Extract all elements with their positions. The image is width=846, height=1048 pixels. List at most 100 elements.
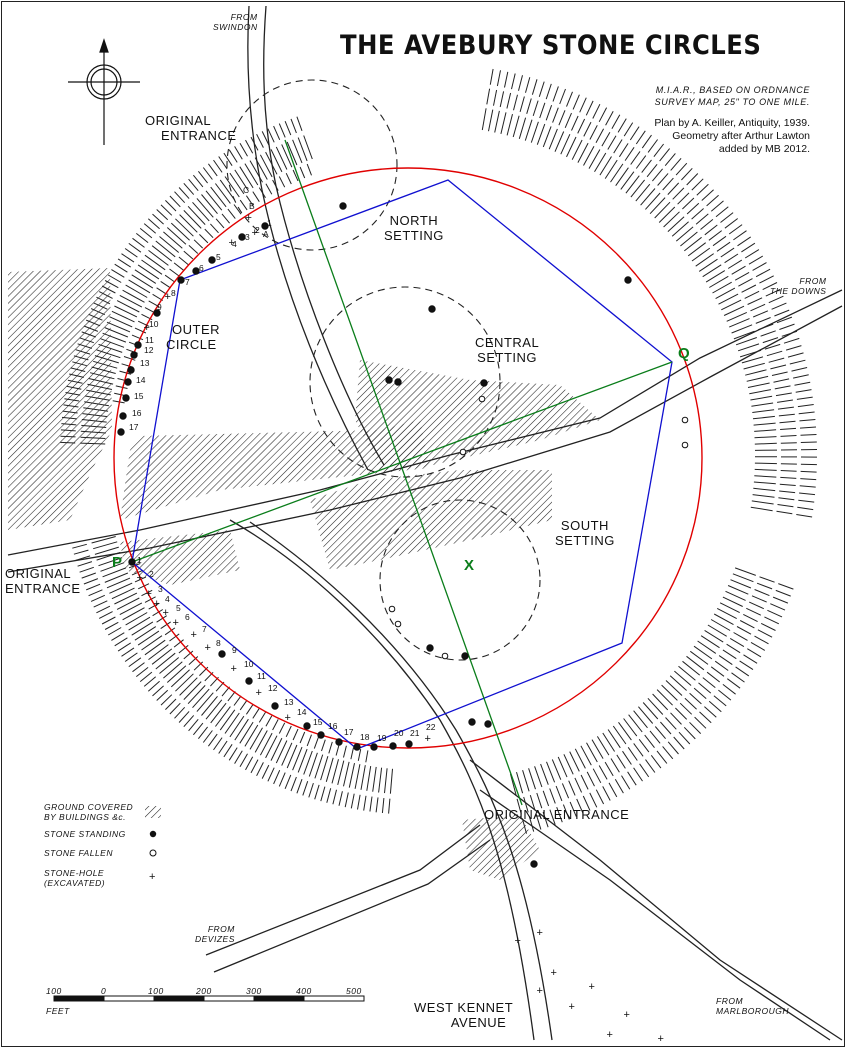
note-line-1: Plan by A. Keiller, Antiquity, 1939. [654,117,810,129]
svg-text:+: + [551,967,557,979]
svg-text:+: + [252,227,258,239]
svg-text:+: + [589,981,595,993]
stone-number-nw: B [249,201,255,211]
svg-text:+: + [256,687,262,699]
point-q-label: Q [678,345,690,362]
stone-number-sw: 13 [284,697,294,707]
svg-text:+: + [537,985,543,997]
svg-text:+: + [144,322,150,334]
stone-number-nw: 10 [149,319,159,329]
legend-fallen-label: STONE FALLEN [44,848,113,858]
legend-standing-label: STONE STANDING [44,829,126,839]
stone-number-sw: 14 [297,707,307,717]
road-swindon-west-edge [247,5,369,471]
north-arrow-icon [68,38,140,145]
stone-number-sw: 9 [232,645,237,655]
legend-filled-dot [149,830,157,838]
stone-number-nw: 7 [185,277,190,287]
point-x-label: X [464,557,475,574]
scale-tick-400: 400 [296,986,312,996]
svg-text:+: + [537,927,543,939]
road-swindon-east-edge [263,5,385,466]
roads [7,5,843,1041]
scale-tick-0: 0 [101,986,107,996]
stone-number-nw: 1 [267,218,272,228]
stone-number-nw: 5 [216,252,221,262]
road-marlborough-lower [479,789,831,1041]
stone-number-nw: 12 [144,345,154,355]
stone-number-sw: 10 [244,659,254,669]
credit-line-1: M.I.A.R., BASED ON ORDNANCE [655,85,810,95]
legend-open-dot [149,849,157,857]
stone-number-sw: 18 [360,732,370,742]
road-main-south-edge [7,305,843,573]
svg-text:+: + [624,1009,630,1021]
axis-north-south [284,139,523,806]
stone-number-sw: 20 [394,728,404,738]
stone-number-nw: 8 [171,288,176,298]
stone-number-sw: 12 [268,683,278,693]
svg-text:+: + [658,1033,664,1045]
svg-text:+: + [165,291,171,303]
svg-text:+: + [205,642,211,654]
north-setting-circle [226,79,398,251]
stone-number-nw: 9 [157,302,162,312]
scale-tick-200: 200 [196,986,212,996]
note-line-3: added by MB 2012. [718,143,810,155]
stone-number-nw: 13 [140,358,150,368]
svg-text:+: + [173,617,179,629]
stones: +++++++++++++++++++++++++ [117,202,689,1045]
stone-number-sw: 11 [257,671,266,681]
stone-number-sw: 6 [185,612,190,622]
svg-text:+: + [425,733,431,745]
stone-number-sw: 21 [410,728,420,738]
bank-hachures [60,68,818,834]
stone-number-nw: 14 [136,375,146,385]
note-line-2: Geometry after Arthur Lawton [672,130,810,142]
stone-number-sw: 17 [344,727,354,737]
stone-number-sw: 4 [165,594,170,604]
scale-bar [53,995,365,1002]
road-south-west-edge [229,519,535,1041]
stone-number-sw: 22 [426,722,436,732]
stone-number-nw: 16 [132,408,142,418]
legend-hole-label: STONE-HOLE(EXCAVATED) [44,868,106,888]
stone-number-sw: 16 [328,721,338,731]
stone-number-sw: 15 [313,717,323,727]
svg-text:+: + [285,712,291,724]
stone-number-nw: 4 [232,239,237,249]
legend-symbols: + [145,806,161,883]
legend-plus: + [149,871,155,883]
south-setting-circle [379,499,541,661]
stone-number-nw: 11 [145,335,154,345]
stone-number-nw: 2 [255,225,260,235]
stone-number-sw: 3 [158,584,163,594]
scale-tick-100: 100 [148,986,164,996]
entrance-s-label: ORIGINAL ENTRANCE [484,807,630,822]
stone-number-nw: 15 [134,391,144,401]
page-title: THE AVEBURY STONE CIRCLES [340,30,762,61]
svg-text:+: + [146,588,152,600]
svg-text:+: + [515,935,521,947]
scale-tick-100-left: 100 [46,986,62,996]
legend-hatch-swatch [145,806,161,818]
svg-text:+: + [246,212,252,224]
scale-tick-500: 500 [346,986,362,996]
stone-number-sw: 1 [137,555,142,565]
svg-text:+: + [569,1001,575,1013]
svg-text:+: + [229,237,235,249]
road-south-east-edge [249,521,553,1041]
stone-number-nw: 3 [245,232,250,242]
axis-pq [131,361,673,563]
svg-text:+: + [137,572,143,584]
